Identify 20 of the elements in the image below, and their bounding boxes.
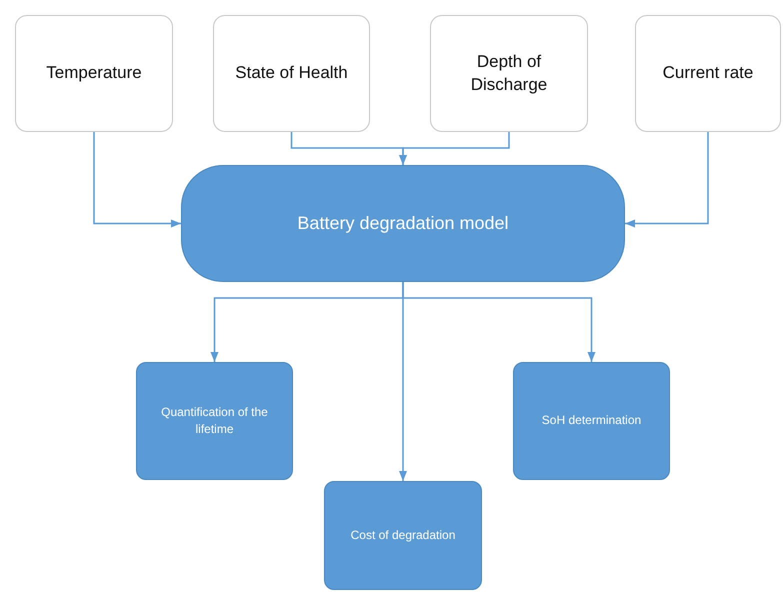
- node-label: Cost of degradation: [350, 526, 456, 544]
- arrow: [625, 132, 709, 228]
- node-label: Battery degradation model: [297, 213, 509, 234]
- arrow: [93, 132, 181, 228]
- output-box: [324, 481, 482, 590]
- node-label: Quantification of the lifetime: [160, 404, 269, 438]
- input-box: [635, 15, 781, 132]
- node-label: SoH determination: [542, 412, 642, 430]
- output-box: [513, 362, 670, 480]
- model-box: [181, 165, 625, 282]
- arrow: [399, 132, 510, 165]
- input-box: [213, 15, 370, 132]
- input-box: [15, 15, 173, 132]
- arrow: [402, 282, 596, 362]
- input-box: [430, 15, 588, 132]
- output-box: [136, 362, 293, 480]
- node-label: State of Health: [235, 62, 348, 84]
- node-label: Depth of Discharge: [470, 50, 548, 96]
- node-label: Current rate: [662, 62, 754, 84]
- node-label: Temperature: [46, 62, 142, 84]
